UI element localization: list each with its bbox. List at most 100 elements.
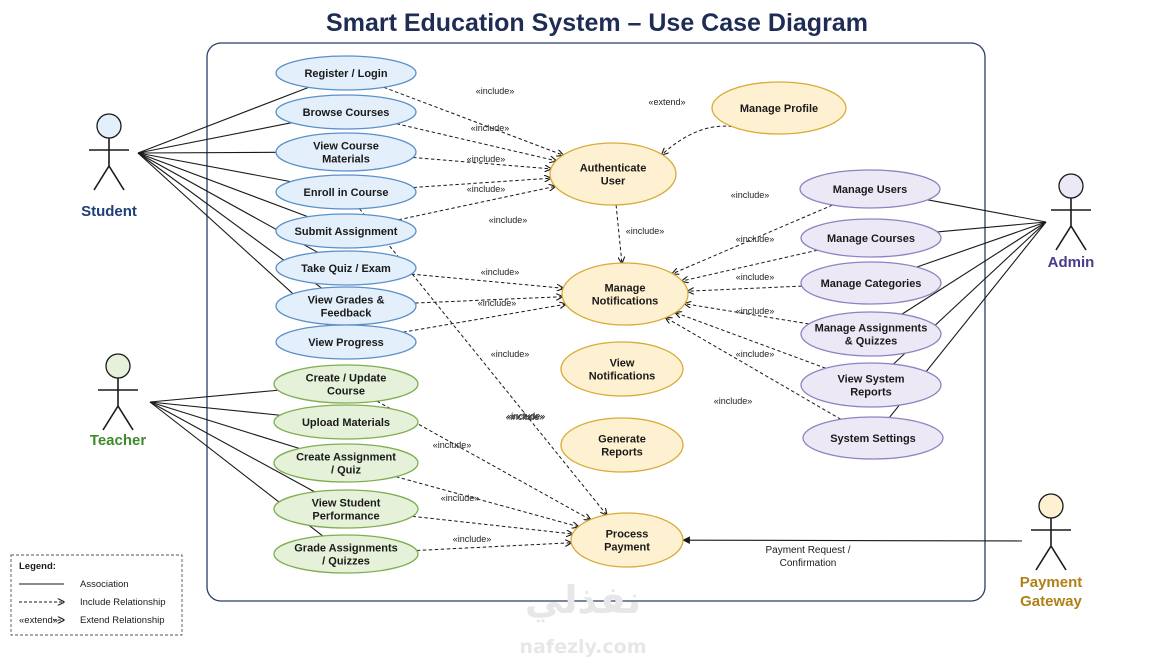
use-case-ellipse[interactable] <box>802 416 944 460</box>
actor-student[interactable]: Student <box>81 113 137 220</box>
use-case-submit-assignment[interactable]: Submit Assignment <box>275 213 417 249</box>
relationship-label-perf-payment: «include» <box>441 493 480 503</box>
use-case-browse-courses[interactable]: Browse Courses <box>275 94 417 130</box>
relationship-categories-notif <box>688 285 802 291</box>
use-case-ellipse[interactable] <box>273 443 419 483</box>
use-case-system-settings[interactable]: System Settings <box>802 416 944 460</box>
use-case-ellipse[interactable] <box>275 174 417 210</box>
use-case-label: Manage Users <box>833 184 908 196</box>
relationship-createcourse-payment <box>376 400 590 519</box>
use-case-ellipse[interactable] <box>275 213 417 249</box>
use-case-ellipse[interactable] <box>275 94 417 130</box>
use-case-ellipse[interactable] <box>275 250 417 286</box>
use-case-label: Take Quiz / Exam <box>301 263 391 275</box>
relationship-label-viewmat-auth: «include» <box>467 154 506 164</box>
use-case-ellipse[interactable] <box>799 169 941 209</box>
actor-admin[interactable]: Admin <box>1048 173 1095 271</box>
use-case-ellipse[interactable] <box>273 534 419 574</box>
relationship-label-assignquiz-notif: «include» <box>736 306 775 316</box>
relationship-settings-notif <box>666 318 842 420</box>
actor-teacher[interactable]: Teacher <box>90 353 147 449</box>
actor-body-icon <box>1031 518 1071 571</box>
use-case-view-grades-feedback[interactable]: View Grades &Feedback <box>275 286 417 326</box>
use-case-enroll-in-course[interactable]: Enroll in Course <box>275 174 417 210</box>
use-case-ellipse[interactable] <box>273 404 419 440</box>
use-case-ellipse[interactable] <box>560 417 684 473</box>
use-case-ellipse[interactable] <box>800 311 942 357</box>
actor-body-icon <box>1051 198 1091 251</box>
use-case-take-quiz-exam[interactable]: Take Quiz / Exam <box>275 250 417 286</box>
use-case-view-progress[interactable]: View Progress <box>275 324 417 360</box>
actor-head-icon <box>1038 493 1064 519</box>
legend-include-label: Include Relationship <box>80 597 166 608</box>
actor-head-icon <box>1058 173 1084 199</box>
use-case-manage-profile[interactable]: Manage Profile <box>711 81 847 135</box>
use-case-ellipse[interactable] <box>560 341 684 397</box>
extra-include-label: «include» <box>507 411 546 421</box>
legend-extend-sample: «extend» <box>19 615 58 626</box>
use-case-ellipse[interactable] <box>561 262 689 326</box>
use-case-ellipse[interactable] <box>800 261 942 305</box>
use-case-create-assignment-quiz[interactable]: Create Assignment/ Quiz <box>273 443 419 483</box>
use-case-label: Manage Profile <box>740 103 818 115</box>
use-case-ellipse[interactable] <box>273 489 419 529</box>
use-case-label: Manage Assignments& Quizzes <box>815 323 928 348</box>
use-case-ellipse[interactable] <box>275 55 417 91</box>
association-student-browse <box>137 122 292 154</box>
relationship-sysreports-notif <box>675 313 826 369</box>
association-teacher-createassign <box>149 401 300 450</box>
use-case-ellipse[interactable] <box>275 324 417 360</box>
use-case-label: Enroll in Course <box>304 187 389 199</box>
use-case-manage-courses[interactable]: Manage Courses <box>800 218 942 258</box>
use-case-ellipse[interactable] <box>711 81 847 135</box>
use-case-ellipse[interactable] <box>275 132 417 172</box>
actor-label: Teacher <box>90 432 147 449</box>
relationship-createassign-payment <box>395 476 578 527</box>
relationship-courses-notif <box>682 249 818 281</box>
use-case-label: View Grades &Feedback <box>308 295 385 320</box>
use-case-register-login[interactable]: Register / Login <box>275 55 417 91</box>
use-case-ellipse[interactable] <box>570 512 684 568</box>
relationship-auth-notif <box>615 204 622 263</box>
actor-label: Student <box>81 203 137 220</box>
use-case-ellipse[interactable] <box>800 218 942 258</box>
relationship-perf-payment <box>412 515 572 534</box>
association-student-register <box>137 86 309 154</box>
relationship-label-sysreports-notif: «include» <box>736 349 775 359</box>
association-teacher-upload <box>149 401 280 416</box>
use-case-grade-assignments-quizzes[interactable]: Grade Assignments/ Quizzes <box>273 534 419 574</box>
use-case-ellipse[interactable] <box>549 142 677 206</box>
legend: Legend: Association Include Relationship… <box>10 554 183 636</box>
use-case-manage-assignments-quizzes[interactable]: Manage Assignments& Quizzes <box>800 311 942 357</box>
use-case-ellipse[interactable] <box>800 362 942 408</box>
use-case-label: View Progress <box>308 337 384 349</box>
use-case-upload-materials[interactable]: Upload Materials <box>273 404 419 440</box>
relationship-label-createassign-payment: «include» <box>506 412 545 422</box>
use-case-manage-categories[interactable]: Manage Categories <box>800 261 942 305</box>
use-case-ellipse[interactable] <box>273 364 419 404</box>
actor-head-icon <box>105 353 131 379</box>
legend-extend-label: Extend Relationship <box>80 615 165 626</box>
relationship-label-gateway-payment: Payment Request /Confirmation <box>765 545 850 569</box>
use-case-manage-users[interactable]: Manage Users <box>799 169 941 209</box>
association-teacher-perf <box>149 401 315 493</box>
